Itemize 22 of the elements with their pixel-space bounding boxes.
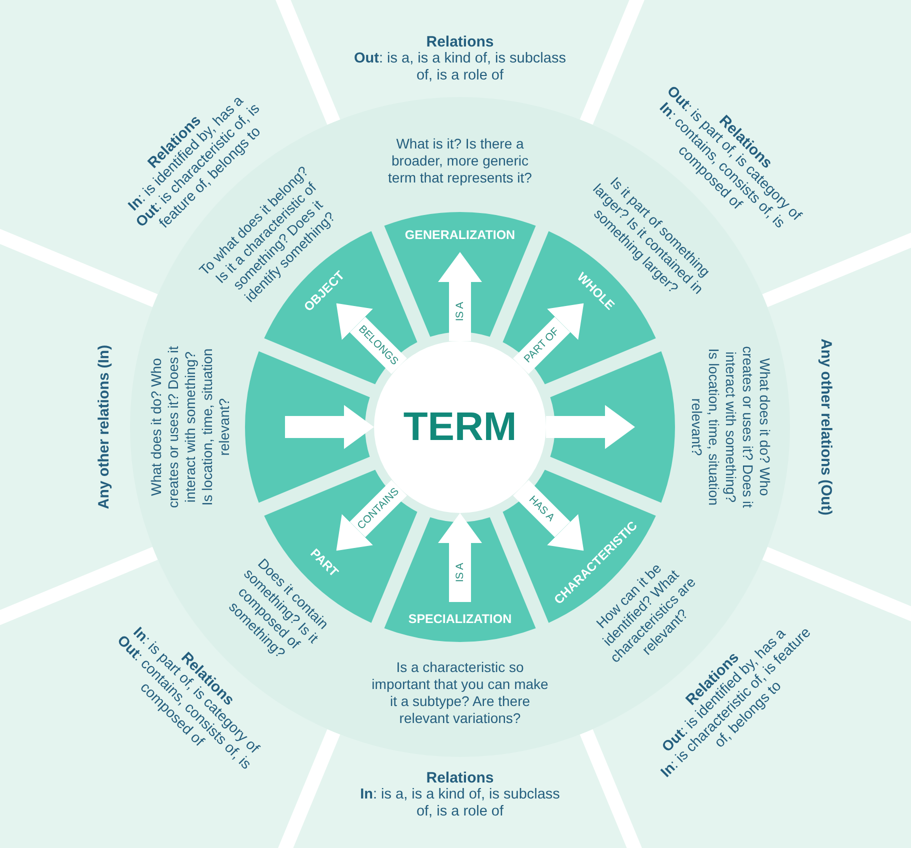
term-label: TERM: [403, 404, 517, 450]
guiding-question: What is it? Is there a broader, more generic term that represents it?: [387, 136, 533, 186]
sector-label: GENERALIZATION: [404, 228, 516, 242]
relations-heading: Relations: [425, 770, 495, 786]
block-arrow: [513, 303, 584, 374]
relations-heading: Any other relations (Out): [818, 338, 834, 518]
edge-label: IS A: [454, 302, 466, 322]
block-arrow: [438, 513, 482, 602]
relation-list: Out: is a, is a kind of, is subclass of, is a role of: [352, 50, 568, 84]
relation-list: In: is a, is a kind of, is subclass of, is a role of: [352, 786, 568, 820]
guiding-question: Is a characteristic so important that you can make it a subtype? Are there relevant variations?: [370, 659, 550, 727]
relations-heading: Any other relations (In): [96, 344, 112, 512]
guiding-question: What does it do? Who creates or uses it? Does it interact with something? Is location, time, situation relevant?: [688, 345, 772, 510]
block-arrow: [285, 405, 374, 449]
relations-heading: Relations: [425, 34, 495, 50]
guiding-question: What does it do? Who creates or uses it? Does it interact with something? Is location, time, situation relevant?: [148, 345, 232, 510]
block-arrow: [336, 480, 407, 551]
sector-label: SPECIALIZATION: [408, 612, 512, 626]
edge-label: IS A: [454, 562, 466, 582]
sector-segment: [550, 351, 675, 503]
block-arrow: [336, 303, 407, 374]
block-arrow: [513, 480, 584, 551]
